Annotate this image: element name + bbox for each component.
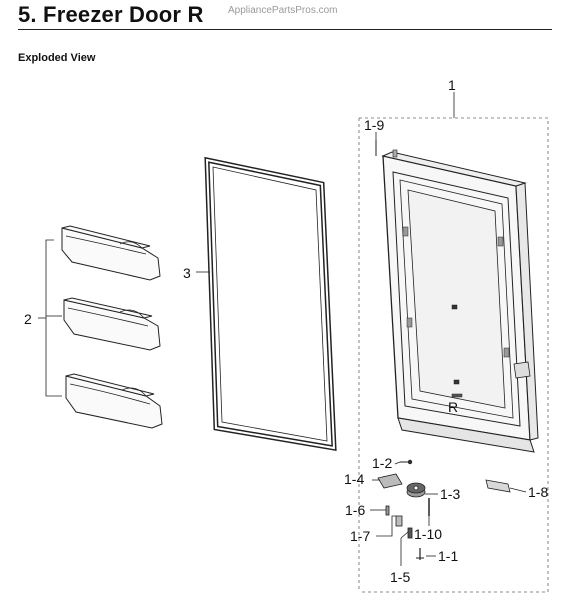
leader-lines bbox=[38, 92, 527, 566]
small-parts-group bbox=[375, 140, 511, 560]
door-bin-middle bbox=[63, 297, 161, 351]
callout-1-2: 1-2 bbox=[372, 455, 392, 471]
door-r-marking: R bbox=[448, 399, 458, 415]
door-gasket-part bbox=[204, 156, 337, 451]
title-underline bbox=[18, 29, 552, 30]
callout-1-3: 1-3 bbox=[440, 486, 460, 502]
door-bin-top bbox=[61, 225, 161, 281]
callout-1-4: 1-4 bbox=[344, 471, 364, 487]
callout-1-9: 1-9 bbox=[364, 117, 384, 133]
callout-1-8: 1-8 bbox=[528, 484, 548, 500]
callout-1: 1 bbox=[448, 77, 456, 93]
section-subtitle: Exploded View bbox=[18, 52, 96, 64]
callout-1-10: 1-10 bbox=[414, 526, 442, 542]
watermark-text: AppliancePartsPros.com bbox=[228, 5, 338, 16]
callout-1-1: 1-1 bbox=[438, 548, 458, 564]
freezer-door-part bbox=[381, 149, 539, 453]
callout-1-5: 1-5 bbox=[390, 569, 410, 585]
callout-1-6: 1-6 bbox=[345, 502, 365, 518]
page-title: 5. Freezer Door R bbox=[18, 2, 204, 27]
door-bin-bottom bbox=[65, 373, 163, 429]
callout-1-7: 1-7 bbox=[350, 528, 370, 544]
callout-2: 2 bbox=[24, 311, 32, 327]
door-assembly-boundary bbox=[358, 117, 549, 593]
callout-3: 3 bbox=[183, 265, 191, 281]
